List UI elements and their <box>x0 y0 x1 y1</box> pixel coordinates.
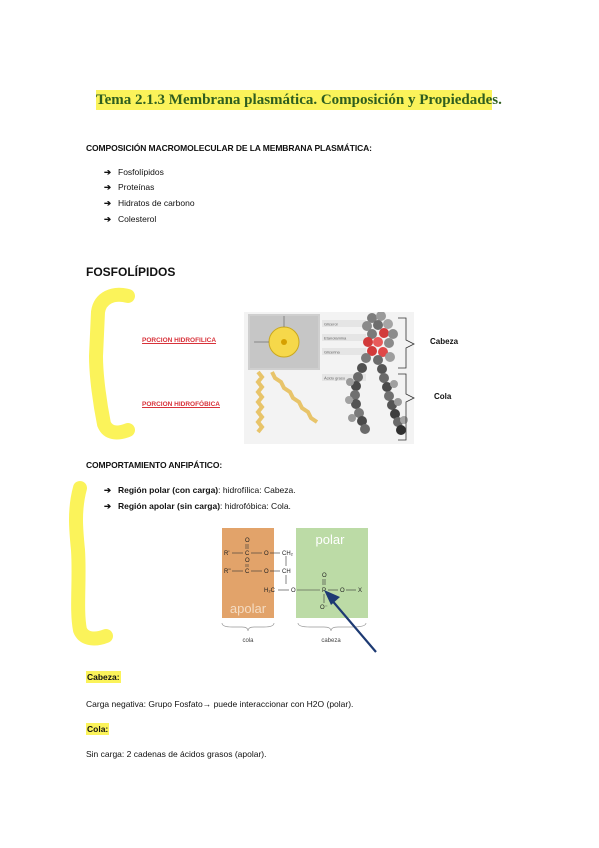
atom-label: H₂C <box>264 588 276 594</box>
arrow-icon: ➔ <box>104 182 112 192</box>
atom-label: X <box>358 588 362 594</box>
region-polar-bold: Región polar (con carga) <box>118 485 219 495</box>
atom-label: CH <box>282 569 291 575</box>
cola-label: Cola: <box>86 723 110 735</box>
atom-label: O <box>264 569 269 575</box>
cabeza-brace <box>297 622 367 632</box>
label-tail: Cola <box>434 392 452 401</box>
label-hydrophilic: PORCION HIDROFILICA <box>142 337 217 344</box>
fosfolipidos-heading: FOSFOLÍPIDOS <box>86 265 176 279</box>
tiny-label: Etanolamina <box>324 336 347 341</box>
list-item: ➔ Proteínas <box>104 182 154 193</box>
phospholipid-figure: Glicerol Etanolamina Glicerina Ácido gra… <box>244 312 414 444</box>
atom-label: R' <box>224 551 229 557</box>
list-item: ➔ Región apolar (sin carga): hidrofóbica:… <box>104 501 291 512</box>
list-item: ➔ Colesterol <box>104 214 156 225</box>
cabeza-label-text: Cabeza: <box>86 671 121 683</box>
atom-label: O <box>340 588 345 594</box>
tiny-label: Ácido graso <box>324 376 346 381</box>
space-filling-molecule <box>345 312 408 435</box>
arrow-icon: ➔ <box>104 167 112 177</box>
page-title: Tema 2.1.3 Membrana plasmática. Composic… <box>96 90 502 110</box>
composition-list: ➔ Fosfolípidos ➔ Proteínas ➔ Hidratos de ca… <box>104 167 304 231</box>
cabeza-text: Carga negativa: Grupo Fosfato→ puede int… <box>86 699 354 709</box>
arrow-icon: ➔ <box>104 214 112 224</box>
composition-heading: COMPOSICIÓN MACROMOLECULAR DE LA MEMBRAN… <box>86 143 372 153</box>
anfipatico-heading: COMPORTAMIENTO ANFIPÁTICO: <box>86 460 223 470</box>
cabeza-caption: cabeza <box>321 638 341 644</box>
arrow-icon: ➔ <box>104 485 112 495</box>
cola-text: Sin carga: 2 cadenas de ácidos grasos (a… <box>86 749 267 759</box>
list-item-label: Fosfolípidos <box>118 167 164 177</box>
apolar-box <box>222 528 274 618</box>
atom-label: O <box>264 551 269 557</box>
atom-label: O⁻ <box>320 605 328 611</box>
atom-label: O <box>245 538 250 544</box>
region-polar-rest: : hidrofílica: Cabeza. <box>218 485 296 495</box>
arrow-icon: ➔ <box>104 501 112 511</box>
highlight-bracket <box>88 287 135 440</box>
list-item-label: Hidratos de carbono <box>118 198 195 208</box>
head-tail-braces <box>398 317 415 441</box>
bonds <box>232 544 356 603</box>
page-title-tail: s. <box>492 92 502 108</box>
amphipathic-diagram: polar apolar R' C O O CH₂ R'' C O O CH H… <box>221 528 368 644</box>
label-hydrophobic: PORCION HIDROFÓBICA <box>142 401 220 408</box>
atom-label: R'' <box>224 569 231 575</box>
cabeza-label: Cabeza: <box>86 671 121 683</box>
structural-formula: R' C O O CH₂ R'' C O O CH H₂C O P O O X … <box>224 538 362 611</box>
tiny-label: Glicerol <box>324 322 338 327</box>
atom-label: C <box>245 569 250 575</box>
region-apolar-bold: Región apolar (sin carga) <box>118 501 221 511</box>
atom-label: O <box>291 588 296 594</box>
atom-label: O <box>245 558 250 564</box>
pointer-arrow-icon <box>324 590 377 653</box>
region-apolar-rest: : hidrofóbica: Cola. <box>220 501 291 511</box>
arrow-icon: ➔ <box>104 198 112 208</box>
fatty-acid-chain <box>255 370 265 434</box>
atom-label: P <box>322 588 326 594</box>
cola-caption: cola <box>242 638 254 644</box>
page-title-text: Tema 2.1.3 Membrana plasmática. Composic… <box>96 90 493 110</box>
cola-brace <box>221 622 275 632</box>
list-item: ➔ Región polar (con carga): hidrofílica: … <box>104 485 296 496</box>
list-item-label: Proteínas <box>118 182 155 192</box>
atom-label: O <box>322 573 327 579</box>
cola-label-text: Cola: <box>86 723 110 735</box>
tiny-label: Glicerina <box>324 350 341 355</box>
highlight-bracket <box>69 481 113 646</box>
fatty-acid-chain <box>270 371 319 424</box>
atom-label: CH₂ <box>282 551 294 557</box>
list-item: ➔ Hidratos de carbono <box>104 198 195 209</box>
list-item-label: Colesterol <box>118 214 157 224</box>
list-item: ➔ Fosfolípidos <box>104 167 164 178</box>
polar-label: polar <box>316 532 346 547</box>
atom-label: C <box>245 551 250 557</box>
apolar-label: apolar <box>230 601 267 616</box>
label-head: Cabeza <box>430 337 459 346</box>
